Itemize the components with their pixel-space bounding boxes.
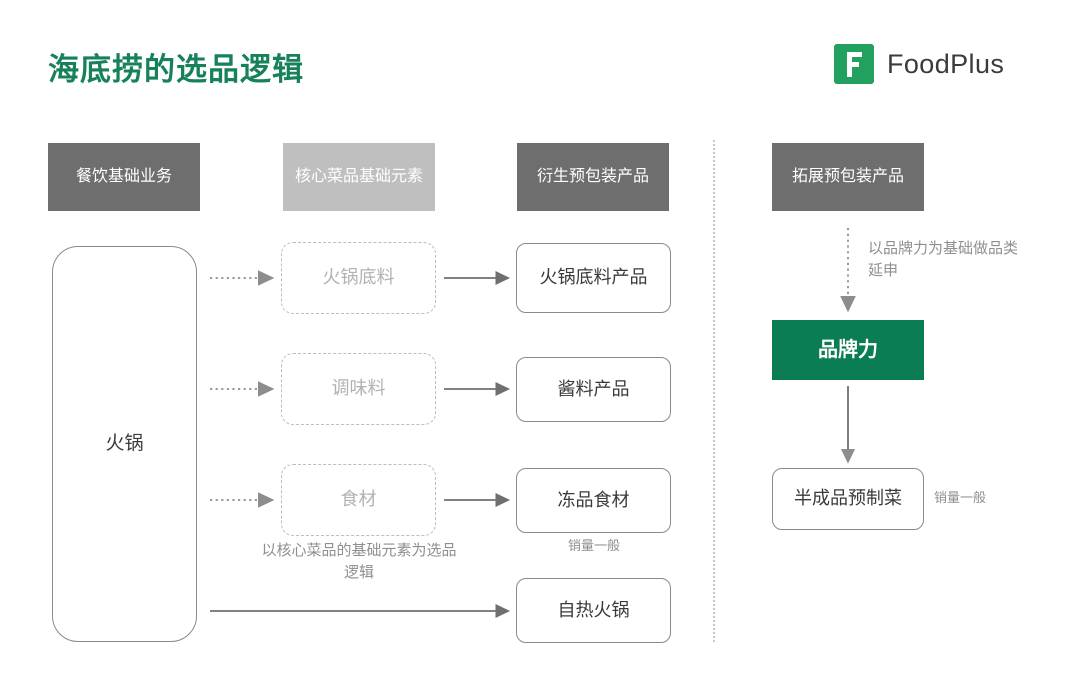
node-element-ingredients: 食材 — [281, 464, 436, 536]
node-element-hotpot-base: 火锅底料 — [281, 242, 436, 314]
caption-frozen-sales: 销量一般 — [567, 538, 620, 553]
node-prepared-dishes: 半成品预制菜 — [772, 468, 924, 530]
column-header-expansion-products: 拓展预包装产品 — [772, 143, 924, 211]
node-base-hotpot: 火锅 — [52, 246, 197, 642]
page-title: 海底捞的选品逻辑 — [48, 52, 304, 87]
node-product-self-heating-hotpot: 自热火锅 — [516, 578, 671, 643]
foodplus-f-logo-icon — [834, 44, 874, 84]
section-divider — [713, 140, 715, 642]
column-header-base-business: 餐饮基础业务 — [48, 143, 200, 211]
node-brand-power: 品牌力 — [772, 320, 924, 380]
node-element-seasoning: 调味料 — [281, 353, 436, 425]
caption-brand-extension: 以品牌力为基础做品类延申 — [868, 240, 1019, 279]
column-header-derived-products: 衍生预包装产品 — [517, 143, 669, 211]
caption-prepared-sales: 销量一般 — [934, 490, 987, 505]
node-product-frozen-food: 冻品食材 — [516, 468, 671, 533]
brand-logo: FoodPlus — [834, 44, 1004, 84]
brand-name: FoodPlus — [887, 48, 1005, 79]
column-header-core-elements: 核心菜品基础元素 — [283, 143, 435, 211]
node-product-sauce: 酱料产品 — [516, 357, 671, 422]
node-product-hotpot-base: 火锅底料产品 — [516, 243, 671, 313]
caption-selection-logic: 以核心菜品的基础元素为选品逻辑 — [261, 542, 457, 581]
